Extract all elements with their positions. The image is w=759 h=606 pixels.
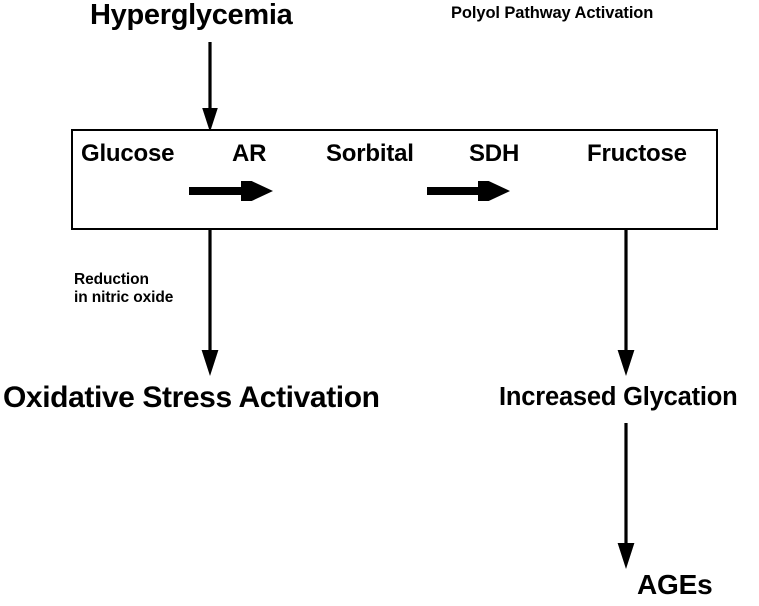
- right-arrow-icon-sorbital-to-fructose: [427, 181, 510, 201]
- outcome-ages: AGEs: [637, 569, 713, 600]
- outcome-increased-glycation: Increased Glycation: [499, 383, 738, 411]
- right-arrow-icon-glucose-to-sorbital: [189, 181, 273, 201]
- pathway-subtitle: Polyol Pathway Activation: [451, 4, 654, 22]
- outcome-oxidative-stress-activation: Oxidative Stress Activation: [3, 381, 380, 414]
- reduction-in-nitric-oxide-note: Reduction in nitric oxide: [74, 271, 174, 307]
- pathway-step-sorbital: Sorbital: [326, 140, 414, 167]
- polyol-pathway-box: [71, 129, 718, 230]
- down-arrow-icon-box-to-glycation: [617, 228, 635, 376]
- down-arrow-icon-glycation-to-ages: [617, 423, 635, 569]
- pathway-enzyme-ar: AR: [232, 140, 267, 167]
- down-arrow-icon-box-to-oxidative: [201, 228, 219, 376]
- pathway-enzyme-sdh: SDH: [469, 140, 520, 167]
- page-title: Hyperglycemia: [90, 0, 293, 31]
- pathway-step-fructose: Fructose: [587, 140, 687, 167]
- down-arrow-icon-hyperglycemia-to-box: [202, 42, 218, 132]
- pathway-step-glucose: Glucose: [81, 140, 175, 167]
